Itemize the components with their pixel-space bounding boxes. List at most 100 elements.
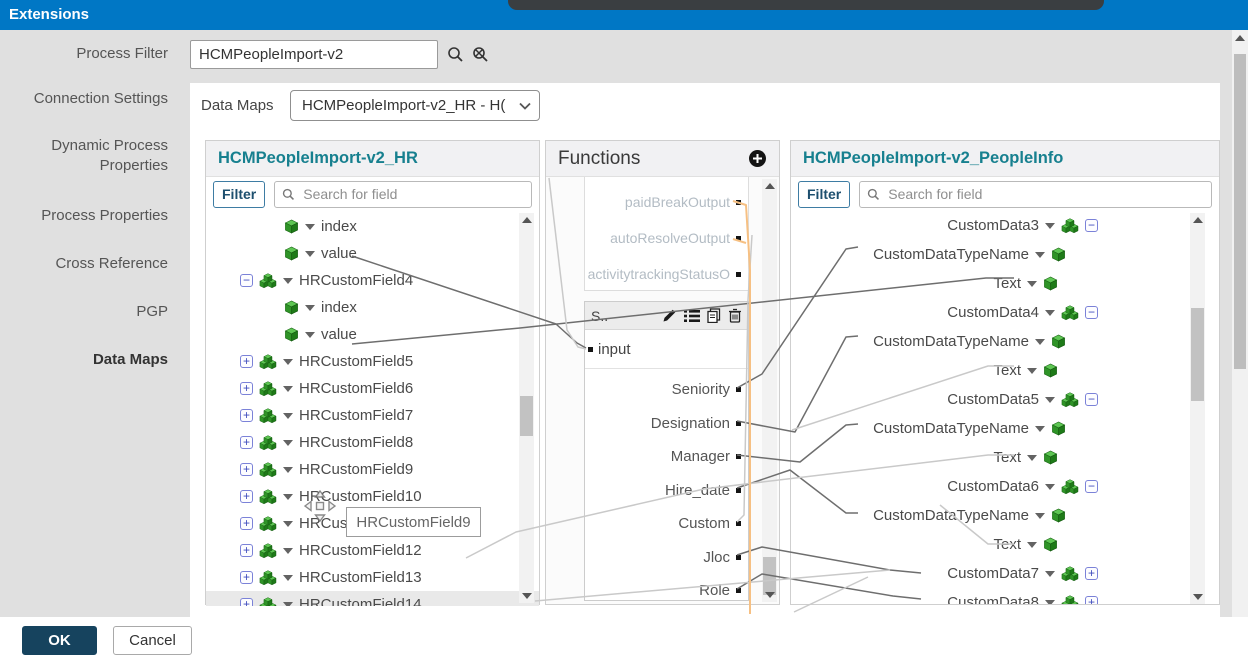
- scrollbar-thumb[interactable]: [520, 396, 533, 436]
- function-box[interactable]: S.. input: [584, 301, 749, 601]
- function-input-port[interactable]: input: [585, 330, 748, 369]
- source-search-input[interactable]: [301, 185, 524, 203]
- target-tree-item-text[interactable]: Text: [791, 356, 1219, 385]
- connector-dot[interactable]: [736, 199, 741, 205]
- target-tree-item-customdatatypename[interactable]: CustomDataTypeName: [791, 327, 1219, 356]
- source-tree-item-hrcustomfield5[interactable]: + HRCustomField5: [206, 348, 539, 375]
- scroll-up-arrow[interactable]: [1193, 217, 1203, 223]
- expand-toggle-icon[interactable]: +: [240, 382, 253, 395]
- target-panel-scrollbar[interactable]: [1190, 213, 1205, 604]
- scroll-up-arrow[interactable]: [765, 183, 775, 189]
- function-output-paidbreakoutput[interactable]: paidBreakOutput: [585, 184, 748, 220]
- target-tree-item-customdatatypename[interactable]: CustomDataTypeName: [791, 501, 1219, 530]
- scroll-down-arrow[interactable]: [522, 593, 532, 599]
- target-tree-item-customdata4[interactable]: CustomData4 −: [791, 298, 1219, 327]
- sidebar-item-cross-reference[interactable]: Cross Reference: [55, 255, 168, 272]
- collapse-toggle-icon[interactable]: −: [1085, 219, 1098, 232]
- source-tree-item-hrcustomfield8[interactable]: + HRCustomField8: [206, 429, 539, 456]
- process-filter-input[interactable]: [190, 40, 438, 69]
- functions-panel-scrollbar[interactable]: [762, 179, 777, 602]
- add-function-icon[interactable]: [748, 149, 767, 168]
- scroll-up-arrow[interactable]: [522, 217, 532, 223]
- target-tree-item-text[interactable]: Text: [791, 530, 1219, 559]
- connector-dot[interactable]: [736, 387, 741, 393]
- delete-trash-icon[interactable]: [728, 308, 742, 323]
- expand-toggle-icon[interactable]: +: [240, 490, 253, 503]
- target-tree-item-customdata7[interactable]: CustomData7 +: [791, 559, 1219, 588]
- source-tree-item-hrcustomfield9[interactable]: + HRCustomField9: [206, 456, 539, 483]
- connector-dot[interactable]: [736, 271, 741, 277]
- function-output-custom[interactable]: Custom: [585, 507, 748, 541]
- source-tree-item-hrcustomfield14[interactable]: + HRCustomField14: [206, 591, 539, 606]
- sidebar-item-process-properties[interactable]: Process Properties: [41, 207, 168, 224]
- edit-pencil-icon[interactable]: [662, 308, 677, 323]
- search-icon[interactable]: [447, 46, 464, 63]
- collapse-toggle-icon[interactable]: −: [1085, 480, 1098, 493]
- expand-toggle-icon[interactable]: +: [240, 409, 253, 422]
- expand-toggle-icon[interactable]: +: [240, 436, 253, 449]
- target-tree-item-customdata5[interactable]: CustomData5 −: [791, 385, 1219, 414]
- expand-toggle-icon[interactable]: +: [240, 571, 253, 584]
- target-tree-item-customdatatypename[interactable]: CustomDataTypeName: [791, 414, 1219, 443]
- function-output-seniority[interactable]: Seniority: [585, 373, 748, 407]
- source-tree-item-index[interactable]: index: [206, 213, 539, 240]
- target-tree-item-customdata3[interactable]: CustomData3 −: [791, 211, 1219, 240]
- sidebar-item-data-maps[interactable]: Data Maps: [92, 351, 168, 368]
- expand-toggle-icon[interactable]: +: [1085, 596, 1098, 604]
- collapse-toggle-icon[interactable]: −: [1085, 306, 1098, 319]
- data-maps-select[interactable]: HCMPeopleImport-v2_HR - H(: [290, 90, 540, 121]
- sidebar-item-dynamic-process-properties[interactable]: Dynamic Process Properties: [51, 137, 168, 174]
- scroll-down-arrow[interactable]: [1193, 594, 1203, 600]
- connector-dot[interactable]: [736, 588, 741, 594]
- target-tree-item-text[interactable]: Text: [791, 443, 1219, 472]
- expand-toggle-icon[interactable]: +: [240, 544, 253, 557]
- target-tree-item-customdata8[interactable]: CustomData8 +: [791, 588, 1219, 604]
- source-panel-scrollbar[interactable]: [519, 213, 534, 603]
- scroll-down-arrow[interactable]: [765, 592, 775, 598]
- expand-toggle-icon[interactable]: +: [240, 463, 253, 476]
- source-tree-item-hrcustomfield6[interactable]: + HRCustomField6: [206, 375, 539, 402]
- source-tree-item-value[interactable]: value: [206, 321, 539, 348]
- source-tree-item-value[interactable]: value: [206, 240, 539, 267]
- function-output-jloc[interactable]: Jloc: [585, 541, 748, 575]
- sidebar-item-pgp[interactable]: PGP: [136, 303, 168, 320]
- source-tree-item-hrcustomfield7[interactable]: + HRCustomField7: [206, 402, 539, 429]
- scroll-up-arrow[interactable]: [1235, 35, 1245, 41]
- connector-dot[interactable]: [736, 420, 741, 426]
- function-output-autoresolveoutput[interactable]: autoResolveOutput: [585, 220, 748, 256]
- target-tree-item-text[interactable]: Text: [791, 269, 1219, 298]
- source-tree-item-index[interactable]: index: [206, 294, 539, 321]
- connector-dot[interactable]: [736, 235, 741, 241]
- source-tree-item-hrcustomfield4[interactable]: − HRCustomField4: [206, 267, 539, 294]
- connector-dot[interactable]: [736, 487, 741, 493]
- target-filter-button[interactable]: Filter: [798, 180, 851, 208]
- target-search-input[interactable]: [886, 185, 1204, 203]
- collapse-toggle-icon[interactable]: −: [240, 274, 253, 287]
- expand-toggle-icon[interactable]: +: [240, 517, 253, 530]
- list-icon[interactable]: [684, 309, 700, 323]
- cancel-button[interactable]: Cancel: [113, 626, 192, 655]
- connector-dot[interactable]: [736, 521, 741, 527]
- target-tree-item-customdatatypename[interactable]: CustomDataTypeName: [791, 240, 1219, 269]
- function-output-role[interactable]: Role: [585, 574, 748, 604]
- scrollbar-thumb[interactable]: [763, 557, 776, 595]
- clear-search-icon[interactable]: [471, 46, 490, 63]
- function-output-designation[interactable]: Designation: [585, 407, 748, 441]
- source-tree-item-hrcustomfield12[interactable]: + HRCustomField12: [206, 537, 539, 564]
- scrollbar-thumb[interactable]: [1234, 54, 1246, 369]
- target-tree-item-customdata6[interactable]: CustomData6 −: [791, 472, 1219, 501]
- expand-toggle-icon[interactable]: +: [240, 598, 253, 606]
- scrollbar-thumb[interactable]: [1191, 308, 1204, 401]
- window-scrollbar[interactable]: [1232, 30, 1248, 660]
- function-output-activitytrackingstatuso[interactable]: activitytrackingStatusO: [585, 256, 748, 290]
- target-search-box[interactable]: [859, 180, 1212, 208]
- expand-toggle-icon[interactable]: +: [1085, 567, 1098, 580]
- collapse-toggle-icon[interactable]: −: [1085, 393, 1098, 406]
- sidebar-item-process-filter[interactable]: Process Filter: [76, 45, 168, 62]
- source-tree-item-hrcustomfield13[interactable]: + HRCustomField13: [206, 564, 539, 591]
- copy-icon[interactable]: [707, 308, 721, 323]
- source-search-box[interactable]: [274, 180, 532, 208]
- connector-dot[interactable]: [736, 454, 741, 460]
- expand-toggle-icon[interactable]: +: [240, 355, 253, 368]
